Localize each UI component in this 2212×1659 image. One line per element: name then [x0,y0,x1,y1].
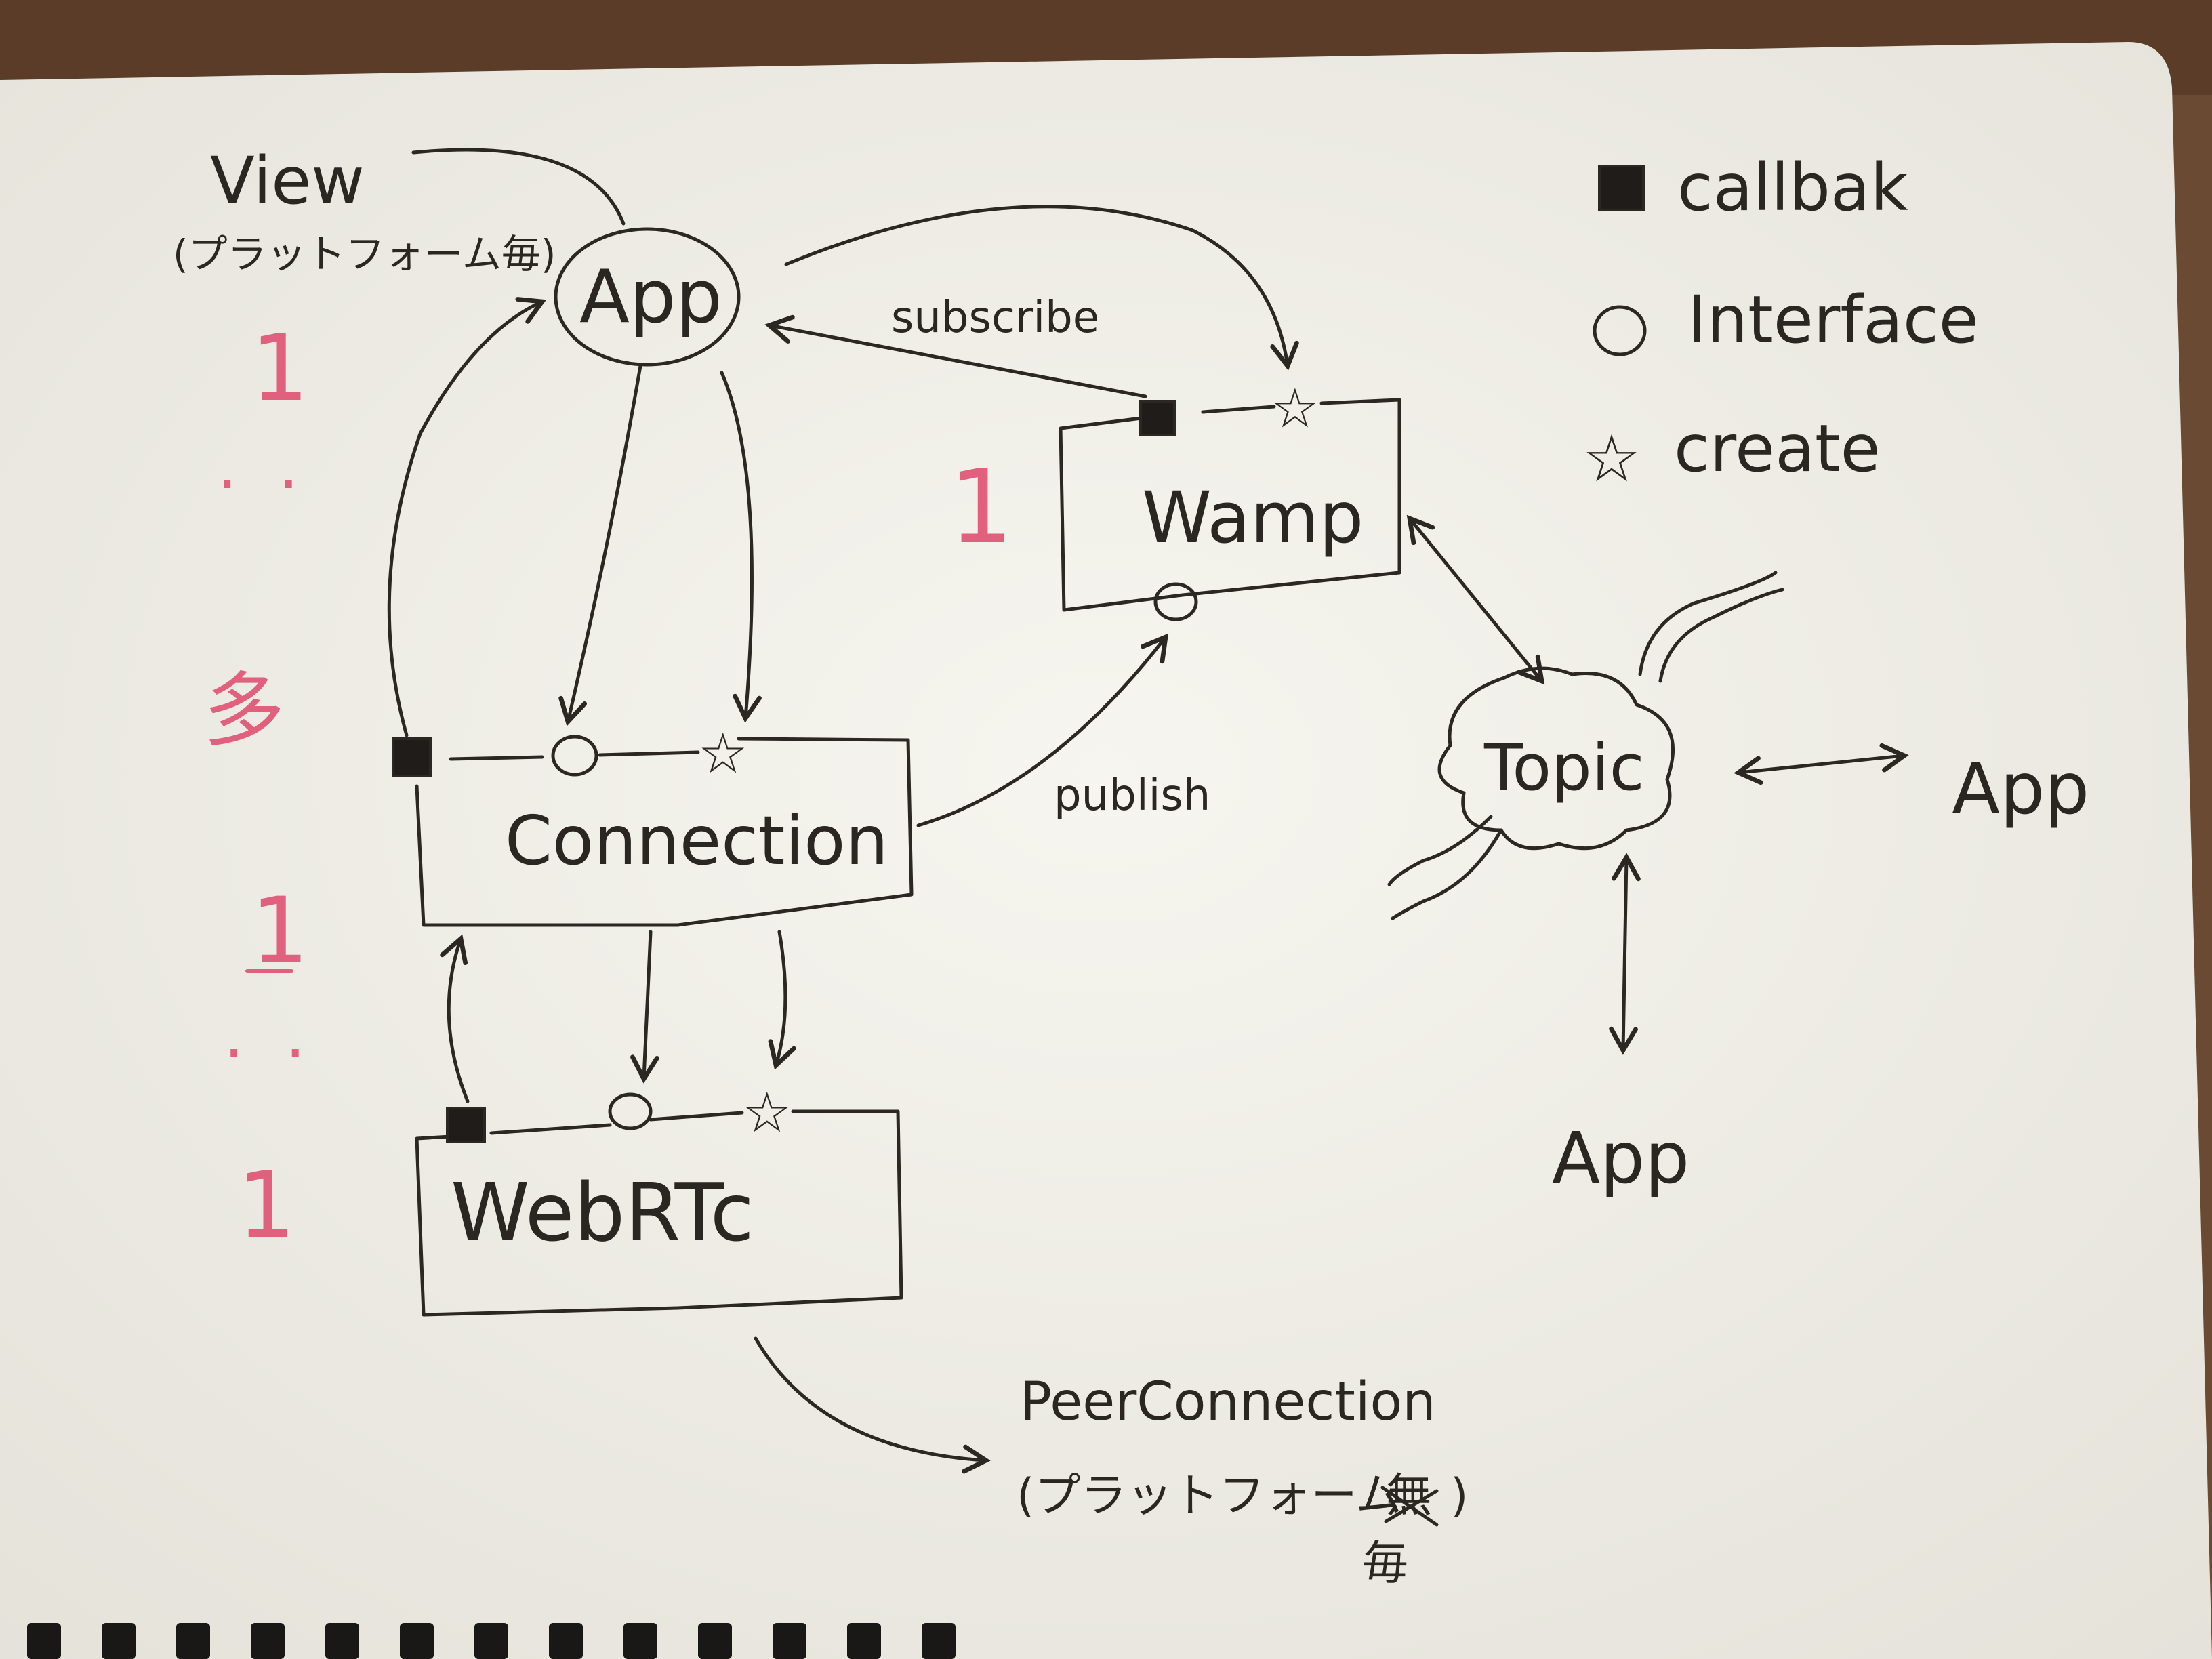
peerconnection-note-close: ) [1450,1469,1469,1523]
multiplicity-many: 多 [203,664,285,758]
connection-to-wamp-publish-arrow [916,633,1169,827]
legend-create-label: create [1674,411,1881,487]
multiplicity-webrtc-one: 1 [237,1152,295,1258]
view-label: View [210,143,365,219]
legend-interface-label: Interface [1687,282,1979,358]
peerconnection-correction-char: 毎 [1362,1537,1408,1591]
app-node-shape [554,227,741,367]
app-to-connection-create-arrow [720,371,762,723]
peerconnection-platform-note: (プラットフォーム [1017,1469,1402,1523]
legend: callbak Interface ☆ create [1582,150,1979,497]
topic-squiggle-left [1387,815,1493,886]
app-to-connection-interface-arrow [558,364,642,726]
publish-label: publish [1054,771,1210,821]
view-platform-note: (プラットフォーム毎) [173,231,556,277]
wamp-interface-marker [1153,582,1198,621]
app-bottom-label: App [1552,1117,1689,1200]
multiplicity-wamp-one: 1 [949,449,1013,567]
connection-to-webrtc-create-arrow [768,930,796,1070]
wamp-node-label: Wamp [1142,476,1364,559]
legend-interface-icon [1593,305,1647,356]
legend-create-icon: ☆ [1582,421,1641,497]
connection-create-marker: ☆ [698,722,748,786]
topic-node-shape [1437,666,1675,851]
multiplicity-app-one: 1 [251,315,309,422]
spiral-binding [27,1623,956,1659]
topic-app-bottom-arrow [1609,853,1641,1055]
wamp-to-app-subscribe-arrow [764,314,1147,398]
app-to-wamp-create-arrow [784,205,1299,371]
webrtc-to-peerconnection-arrow [754,1336,991,1474]
multiplicity-webrtc-dots: .. [224,997,346,1073]
connection-interface-marker [551,735,598,777]
wamp-topic-arrow [1406,514,1545,685]
wamp-create-marker: ☆ [1271,377,1319,440]
webrtc-node-label: WebRTc [451,1166,754,1259]
topic-node-label: Topic [1483,731,1644,805]
webrtc-interface-marker [608,1092,653,1130]
connection-node-label: Connection [505,801,888,880]
webrtc-node-shape [415,1109,903,1317]
topic-app-right-arrow [1734,743,1909,785]
topic-squiggle-left-2 [1391,828,1503,920]
connection-to-webrtc-interface-arrow [630,930,659,1084]
topic-squiggle-top [1638,571,1778,676]
connection-to-app-callback-arrow [387,297,547,737]
wamp-callback-marker [1139,400,1176,436]
subscribe-label: subscribe [891,293,1099,343]
legend-callback-label: callbak [1677,150,1908,226]
peerconnection-label: PeerConnection [1020,1372,1436,1433]
legend-callback-icon [1598,165,1645,211]
connection-node-shape [415,737,914,927]
view-to-app-arrow [411,148,626,226]
topic-squiggle-top-2 [1658,588,1784,683]
webrtc-to-connection-callback-arrow [440,934,470,1103]
multiplicity-connection-one: 1 [251,878,309,984]
connection-callback-marker [392,737,432,777]
multiplicity-app-dots: .. [217,428,340,504]
strike-through-mark [1380,1486,1439,1527]
webrtc-callback-marker [446,1107,486,1143]
wamp-node-shape [1059,398,1401,612]
app-right-label: App [1952,747,2089,830]
webrtc-create-marker: ☆ [742,1081,792,1145]
app-node-label: App [579,255,722,340]
notebook-page [0,42,2212,1659]
